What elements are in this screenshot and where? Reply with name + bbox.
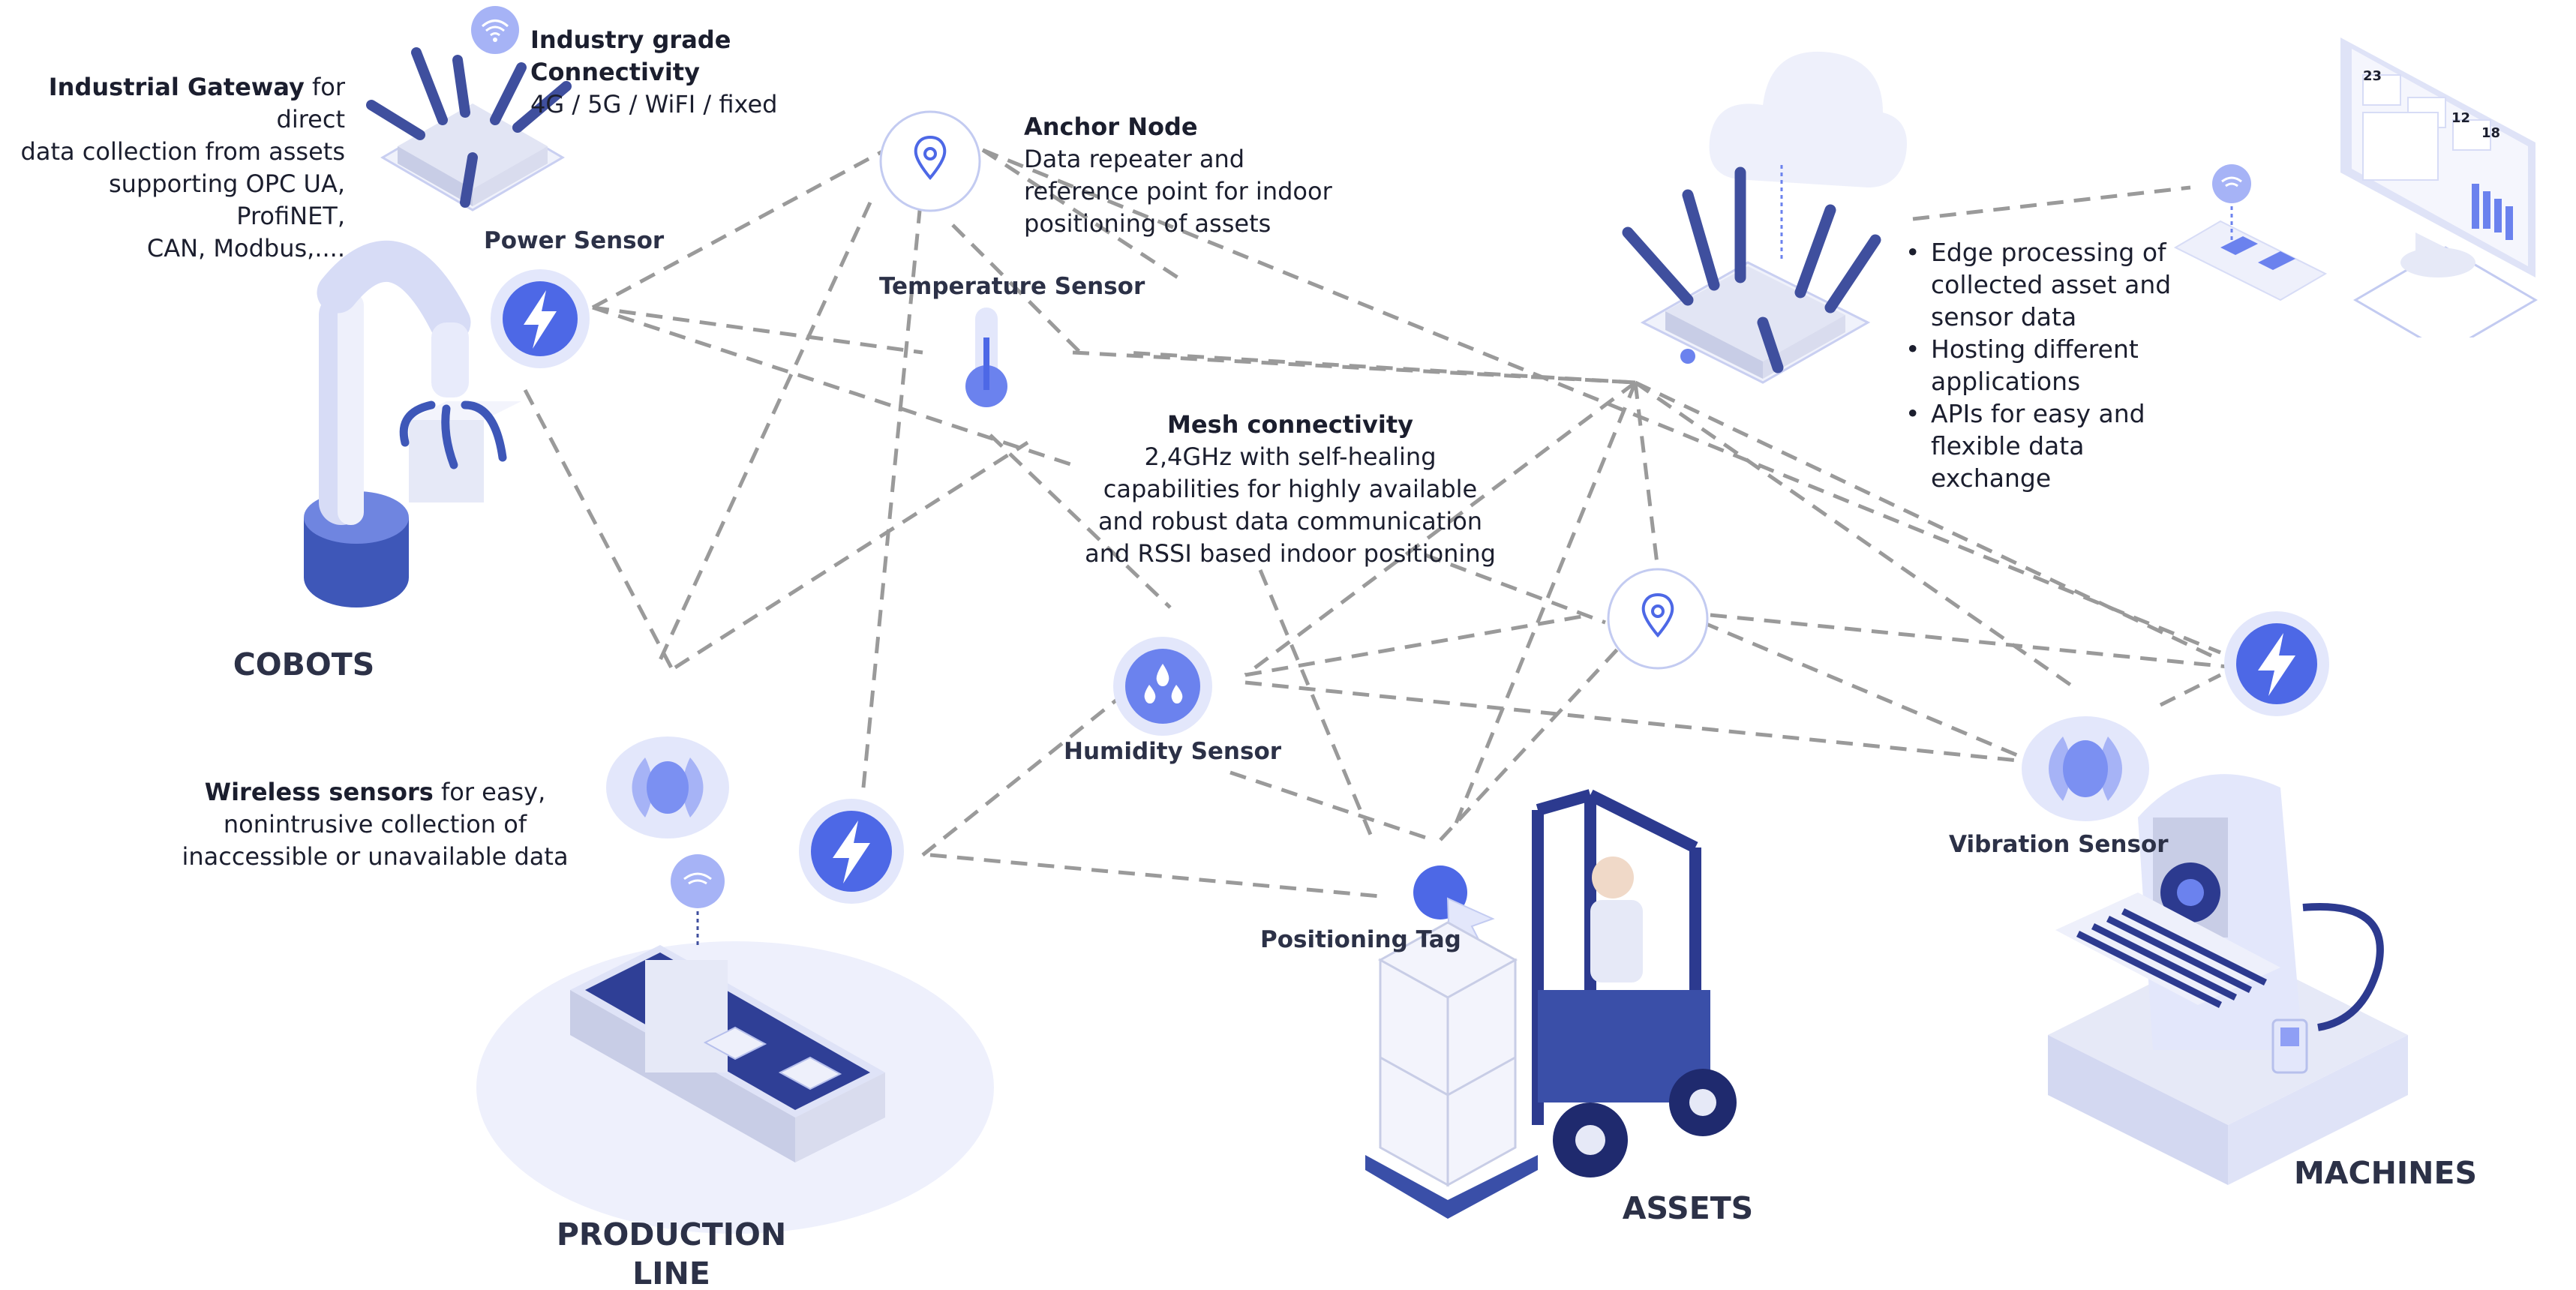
link bbox=[2159, 673, 2222, 707]
humidity-sensor-label: Humidity Sensor bbox=[1064, 738, 1282, 765]
machine-tool-icon bbox=[2048, 774, 2408, 1185]
thermometer-icon bbox=[965, 308, 1007, 407]
cobot-arm-icon bbox=[304, 240, 521, 608]
dashboard-card-value: 23 bbox=[2363, 68, 2382, 84]
vibration-sensor-label: Vibration Sensor bbox=[1949, 831, 2169, 858]
link bbox=[1710, 613, 2236, 670]
production-heading: PRODUCTION LINE bbox=[540, 1215, 803, 1290]
dashboard-card-value: 18 bbox=[2481, 125, 2501, 141]
link bbox=[860, 179, 925, 796]
list-item: APIs for easy and flexible data exchange bbox=[1905, 398, 2208, 494]
mesh-line: and robust data communication bbox=[1097, 507, 1483, 536]
connectivity-title: Industry grade bbox=[530, 26, 731, 54]
link bbox=[1244, 381, 1637, 676]
gateway-text: for direct bbox=[276, 73, 345, 134]
production-heading-line: PRODUCTION bbox=[556, 1216, 787, 1252]
power-sensor-icon bbox=[491, 269, 590, 368]
link bbox=[951, 224, 1082, 354]
lightning-icon bbox=[2224, 611, 2329, 716]
gateway-line: data collection from assets bbox=[20, 137, 345, 166]
wireless-line: inaccessible or unavailable data bbox=[182, 842, 569, 871]
cobots-heading: COBOTS bbox=[233, 646, 375, 682]
link bbox=[1124, 350, 1636, 385]
connectivity-title: Connectivity bbox=[530, 58, 700, 86]
link bbox=[1633, 382, 1660, 571]
link bbox=[523, 388, 677, 676]
dashboard-card-value: 12 bbox=[2451, 110, 2471, 126]
link bbox=[1702, 620, 2041, 767]
gateway-line: CAN, Modbus,.... bbox=[146, 234, 345, 262]
forklift-icon bbox=[1365, 789, 1737, 1219]
link bbox=[658, 201, 872, 662]
production-line-icon bbox=[570, 854, 885, 1162]
edge-router-icon bbox=[1622, 165, 1881, 384]
link bbox=[981, 148, 1179, 280]
link bbox=[1258, 569, 1375, 841]
wireless-line: nonintrusive collection of bbox=[223, 810, 527, 838]
mesh-annotation: Mesh connectivity 2,4GHz with self-heali… bbox=[1058, 409, 1523, 570]
droplets-icon bbox=[1113, 637, 1212, 736]
link bbox=[592, 305, 923, 355]
link bbox=[1439, 628, 1637, 842]
link bbox=[1425, 553, 1606, 625]
vibration-sensor-icon bbox=[2022, 716, 2149, 821]
lightning-icon bbox=[799, 799, 904, 904]
connectivity-sub: 4G / 5G / WiFI / fixed bbox=[530, 90, 778, 118]
link bbox=[921, 674, 1149, 856]
list-item: Edge processing of collected asset and s… bbox=[1905, 236, 2208, 333]
wifi-icon bbox=[471, 6, 519, 54]
anchor-line: reference point for indoor bbox=[1024, 177, 1332, 206]
edge-features-list: Edge processing of collected asset and s… bbox=[1905, 236, 2208, 494]
anchor-title: Anchor Node bbox=[1024, 112, 1198, 141]
gateway-router-icon bbox=[366, 47, 572, 212]
mesh-line: 2,4GHz with self-healing bbox=[1144, 442, 1437, 471]
anchor-node-icon bbox=[879, 110, 981, 212]
vibration-icon bbox=[606, 736, 729, 838]
link bbox=[1244, 680, 2026, 764]
connectivity-annotation: Industry grade Connectivity 4G / 5G / Wi… bbox=[530, 24, 830, 121]
dashboard-monitor-icon bbox=[2173, 38, 2538, 338]
link bbox=[1634, 380, 2079, 692]
anchor-line: positioning of assets bbox=[1024, 209, 1271, 238]
production-heading-line: LINE bbox=[632, 1256, 710, 1290]
temperature-sensor-label: Temperature Sensor bbox=[879, 273, 1145, 300]
link bbox=[929, 853, 1381, 898]
mesh-line: capabilities for highly available bbox=[1103, 475, 1478, 503]
link bbox=[989, 434, 1172, 609]
link bbox=[982, 148, 2221, 655]
anchor-annotation: Anchor Node Data repeater and reference … bbox=[1024, 111, 1414, 240]
power-sensor-label: Power Sensor bbox=[484, 227, 665, 254]
machines-heading: MACHINES bbox=[2293, 1155, 2478, 1191]
gateway-annotation: Industrial Gateway for direct data colle… bbox=[8, 71, 345, 265]
list-item: Hosting different applications bbox=[1905, 333, 2208, 398]
positioning-tag-label: Positioning Tag bbox=[1260, 926, 1461, 953]
link bbox=[591, 148, 887, 310]
gateway-line: supporting OPC UA, ProfiNET, bbox=[109, 170, 345, 230]
assets-heading: ASSETS bbox=[1622, 1190, 1754, 1226]
link bbox=[1912, 185, 2191, 221]
location-pin-icon bbox=[1607, 568, 1709, 670]
anchor-line: Data repeater and bbox=[1024, 145, 1245, 173]
wireless-annotation: Wireless sensors for easy, nonintrusive … bbox=[165, 776, 585, 873]
wireless-title: Wireless sensors bbox=[204, 778, 434, 806]
mesh-line: and RSSI based indoor positioning bbox=[1085, 539, 1496, 568]
mesh-title: Mesh connectivity bbox=[1167, 410, 1413, 439]
cloud-icon bbox=[1709, 51, 1907, 188]
gateway-title: Industrial Gateway bbox=[48, 73, 305, 101]
link bbox=[1229, 770, 1434, 842]
link bbox=[674, 440, 1029, 670]
wireless-text: for easy, bbox=[440, 778, 546, 806]
link bbox=[1244, 613, 1591, 677]
